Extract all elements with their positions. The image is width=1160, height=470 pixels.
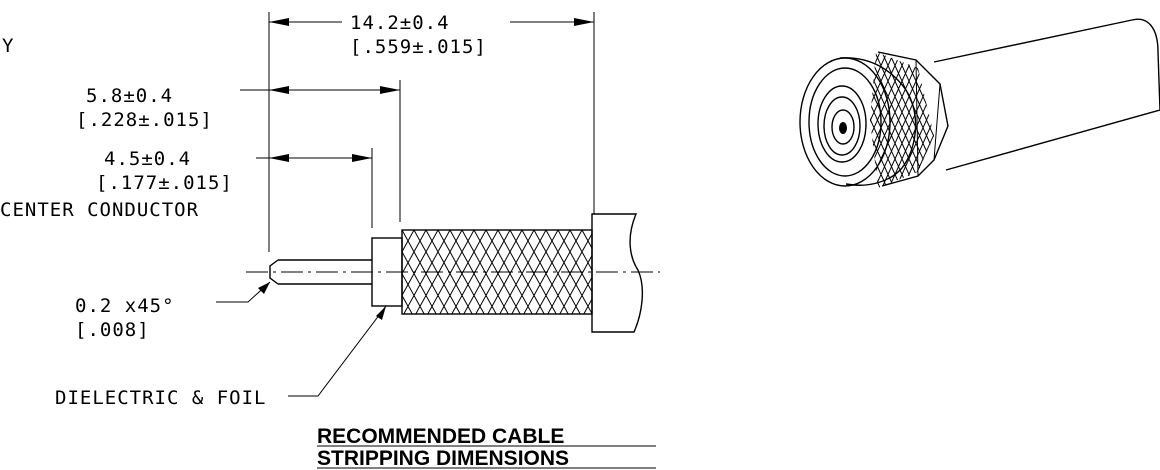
knurl-pattern — [870, 52, 934, 188]
braid-pattern — [402, 230, 592, 314]
overall-length-inch-label: [.559±.015] — [350, 36, 487, 58]
extension-lines — [268, 12, 595, 252]
connector-knurl-ring — [839, 57, 917, 186]
center-conductor-pin — [269, 259, 372, 285]
chamfer-inch-label: [.008] — [75, 319, 150, 341]
connector-cable-body — [933, 18, 1160, 171]
connector-illustration — [799, 18, 1160, 188]
dimension-conductor: 4.5±0.4 [.177±.015] CENTER CONDUCTOR — [0, 148, 372, 221]
dielectric-length-label: 5.8±0.4 — [86, 85, 173, 107]
conductor-length-inch-label: [.177±.015] — [96, 172, 233, 194]
title-line-2: STRIPPING DIMENSIONS — [317, 447, 569, 470]
cable-jacket — [591, 213, 643, 333]
center-conductor-label: CENTER CONDUCTOR — [0, 199, 199, 221]
stripped-cable — [246, 213, 660, 333]
dimension-overall: 14.2±0.4 [.559±.015] — [269, 12, 594, 58]
overall-length-label: 14.2±0.4 — [350, 12, 450, 34]
chamfer-callout: 0.2 x45° [.008] — [75, 281, 271, 341]
dimension-dielectric: 5.8±0.4 [.228±.015] — [76, 85, 400, 131]
edge-fragment-text: Y — [2, 35, 14, 57]
drawing-title: RECOMMENDED CABLE STRIPPING DIMENSIONS — [317, 425, 656, 470]
chamfer-label: 0.2 x45° — [75, 295, 175, 317]
dielectric-callout: DIELECTRIC & FOIL — [55, 305, 387, 409]
dielectric-foil-label: DIELECTRIC & FOIL — [55, 387, 266, 409]
connector-face-outer — [799, 57, 891, 187]
title-line-1: RECOMMENDED CABLE — [317, 425, 564, 448]
conductor-length-label: 4.5±0.4 — [104, 148, 191, 170]
connector-center-pin — [839, 122, 847, 134]
connector-face-inner — [817, 85, 867, 163]
dielectric-length-inch-label: [.228±.015] — [76, 109, 213, 131]
